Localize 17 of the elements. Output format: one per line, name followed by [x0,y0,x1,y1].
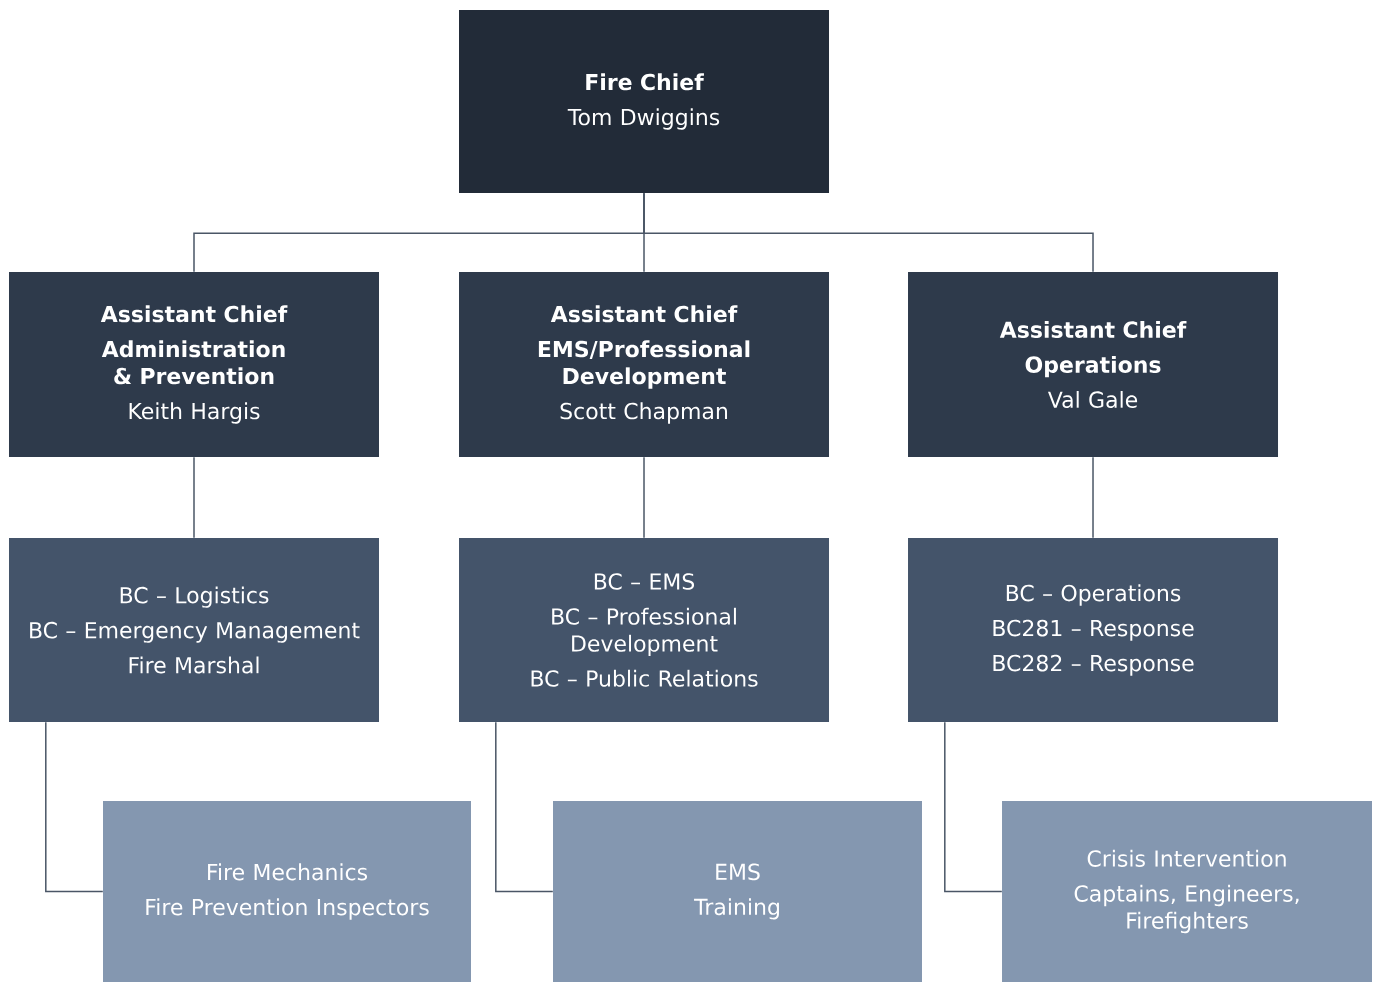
connector-line [1092,456,1094,539]
connector-line [45,721,104,893]
battalion-box: BC – EMS BC – Professional Development BC – Public Relations [459,538,829,722]
unit-box: Fire Mechanics Fire Prevention Inspectors [103,801,471,982]
chief-box: Fire Chief Tom Dwiggins [459,10,829,193]
connector-line [643,456,645,539]
assistant-chief-box: Assistant Chief Operations Val Gale [908,272,1278,457]
assistant-chief-box: Assistant Chief Administration & Prevention Keith Hargis [9,272,379,457]
connector-line [643,192,1094,273]
unit-box: Crisis Intervention Captains, Engineers, Firefighters [1002,801,1372,982]
battalion-box: BC – Operations BC281 – Response BC282 – Response [908,538,1278,722]
connector-line [495,721,554,893]
unit-box: EMS Training [553,801,922,982]
connector-line [944,721,1003,893]
assistant-chief-box: Assistant Chief EMS/Professional Development Scott Chapman [459,272,829,457]
connector-line [193,456,195,539]
battalion-box: BC – Logistics BC – Emergency Management Fire Marshal [9,538,379,722]
